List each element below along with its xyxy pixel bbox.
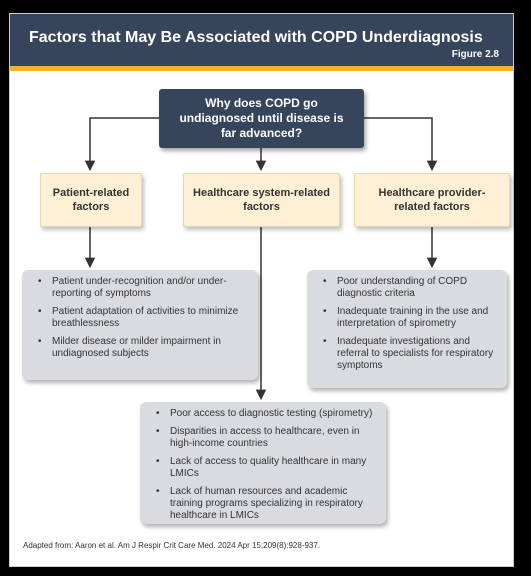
list-item: Milder disease or milder impairment in u… <box>36 336 248 360</box>
patient-related-factors-label: Patient-related factors <box>52 187 130 213</box>
healthcare-system-related-factors: Healthcare system-related factors <box>183 173 340 227</box>
list-item: Patient adaptation of activities to mini… <box>36 306 248 330</box>
arrow-to-provider-factors <box>364 117 438 172</box>
system-factors-list: Poor access to diagnostic testing (spiro… <box>140 402 386 524</box>
figure-title: Factors that May Be Associated with COPD… <box>29 29 483 46</box>
healthcare-provider-related-factors-label: Healthcare provider-related factors <box>378 187 486 213</box>
healthcare-system-related-factors-label: Healthcare system-related factors <box>193 187 330 213</box>
list-item: Disparities in access to healthcare, eve… <box>154 426 376 450</box>
list-item: Poor access to diagnostic testing (spiro… <box>154 408 376 420</box>
list-item: Lack of access to quality healthcare in … <box>154 456 376 480</box>
central-question: Why does COPD go undiagnosed until disea… <box>159 89 364 148</box>
accent-bar <box>10 66 513 71</box>
connector-arrows <box>84 117 438 401</box>
patient-related-factors: Patient-related factors <box>40 173 142 227</box>
source-citation: Adapted from: Aaron et al. Am J Respir C… <box>23 541 321 550</box>
arrow-to-patient-factors <box>84 117 159 172</box>
healthcare-provider-related-factors: Healthcare provider-related factors <box>354 173 510 227</box>
figure-card: Factors that May Be Associated with COPD… <box>9 13 514 567</box>
central-question-text: Why does COPD go undiagnosed until disea… <box>179 96 344 140</box>
list-item: Poor understanding of COPD diagnostic cr… <box>321 276 497 300</box>
figure-number: Figure 2.8 <box>451 49 499 60</box>
list-item: Inadequate investigations and referral t… <box>321 336 497 372</box>
provider-factors-list: Poor understanding of COPD diagnostic cr… <box>307 270 507 388</box>
list-item: Lack of human resources and academic tra… <box>154 486 376 522</box>
list-item: Inadequate training in the use and inter… <box>321 306 497 330</box>
list-item: Patient under-recognition and/or under-r… <box>36 276 248 300</box>
figure-header: Factors that May Be Associated with COPD… <box>10 14 513 66</box>
patient-factors-list: Patient under-recognition and/or under-r… <box>22 270 258 380</box>
